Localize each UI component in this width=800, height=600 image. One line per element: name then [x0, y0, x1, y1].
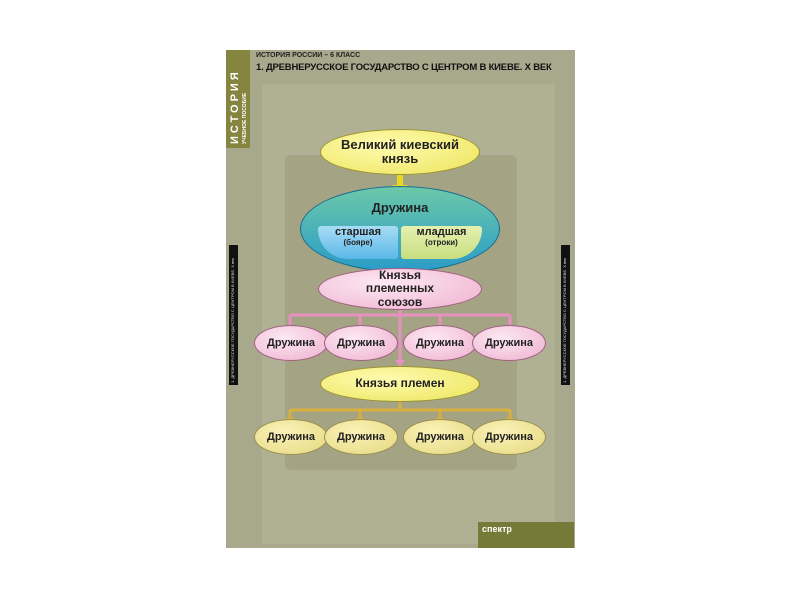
tribe-princes-node: Князья племен [320, 366, 480, 402]
spine-left: 1. ДРЕВНЕРУССКОЕ ГОСУДАРСТВО С ЦЕНТРОМ В… [229, 245, 238, 385]
union-druzhina-3: Дружина [403, 325, 477, 361]
page-title: 1. ДРЕВНЕРУССКОЕ ГОСУДАРСТВО С ЦЕНТРОМ В… [256, 62, 552, 73]
tribe-druzhina-1: Дружина [254, 419, 328, 455]
subtitle: ИСТОРИЯ РОССИИ – 6 КЛАСС [256, 52, 361, 59]
publisher-footer: спектр [478, 522, 574, 548]
union-princes-node: Князья племенных союзов [318, 268, 482, 310]
grand-prince-node: Великий киевский князь [320, 129, 480, 175]
senior-druzhina: старшая(бояре) [318, 226, 398, 259]
union-druzhina-4: Дружина [472, 325, 546, 361]
series-strip: ИСТОРИЯ УЧЕБНОЕ ПОСОБИЕ [226, 50, 250, 148]
union-druzhina-2: Дружина [324, 325, 398, 361]
tribe-druzhina-3: Дружина [403, 419, 477, 455]
junior-druzhina: младшая(отроки) [401, 226, 482, 259]
union-druzhina-1: Дружина [254, 325, 328, 361]
tribe-druzhina-2: Дружина [324, 419, 398, 455]
tribe-druzhina-4: Дружина [472, 419, 546, 455]
publisher-logo: спектр [482, 524, 512, 534]
spine-right: 1. ДРЕВНЕРУССКОЕ ГОСУДАРСТВО С ЦЕНТРОМ В… [561, 245, 570, 385]
